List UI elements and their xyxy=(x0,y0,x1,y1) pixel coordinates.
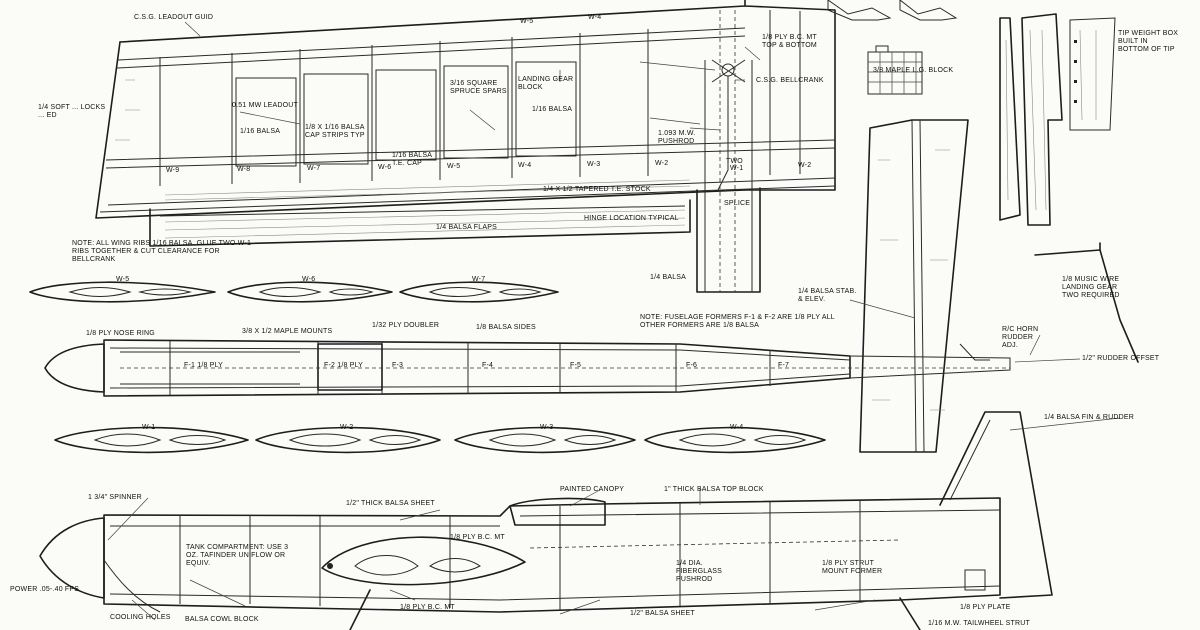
label-leadout: 0.51 MW LEADOUT xyxy=(232,102,299,109)
label-ply-bc-mt-b: 1/8 PLY B.C. MT xyxy=(400,604,455,611)
label-spinner: 1 3/4" SPINNER xyxy=(88,494,142,501)
wing-plan-view xyxy=(95,0,836,293)
wing-station-label: W-8 xyxy=(237,166,251,173)
label-spruce-spars: 3/16 SQUARE SPRUCE SPARS xyxy=(450,80,507,95)
wing-station-label: W-5 xyxy=(520,18,534,25)
label-fin-rudder: 1/4 BALSA FIN & RUDDER xyxy=(1044,414,1134,421)
rib-label: W-6 xyxy=(302,276,316,283)
label-top-block: 1" THICK BALSA TOP BLOCK xyxy=(664,486,764,493)
former-label: F-1 1/8 PLY xyxy=(184,362,224,369)
label-rc-horn: R/C HORN RUDDER ADJ. xyxy=(1002,326,1039,349)
label-wing-tip-note: 1/4 SOFT ... LOCKS ... ED xyxy=(38,104,106,119)
label-balsa-1-16-a: 1/16 BALSA xyxy=(240,128,281,135)
label-stab-elev: 1/4 BALSA STAB. & ELEV. xyxy=(798,288,857,303)
label-landing-gear-block: LANDING GEAR BLOCK xyxy=(518,76,574,91)
label-cowl-block: BALSA COWL BLOCK xyxy=(185,616,259,623)
label-balsa-1-4: 1/4 BALSA xyxy=(650,274,687,281)
label-former-note: NOTE: FUSELAGE FORMERS F-1 & F-2 ARE 1/8… xyxy=(640,314,835,329)
label-music-wire-gear: 1/8 MUSIC WIRE LANDING GEAR TWO REQUIRED xyxy=(1062,276,1120,299)
label-cap-strips: 1/8 X 1/16 BALSA CAP STRIPS TYP xyxy=(305,124,365,139)
label-rib-note: NOTE: ALL WING RIBS 1/16 BALSA. GLUE TWO… xyxy=(72,240,252,263)
fuselage-top-view xyxy=(44,119,1139,453)
rib-label: W-1 xyxy=(142,424,156,431)
rib-label: W-4 xyxy=(730,424,744,431)
label-fiberglass-pushrod: 1/4 DIA. FIBERGLASS PUSHROD xyxy=(676,560,722,583)
label-twos: TWO xyxy=(726,158,743,165)
label-tip-weight-box: TIP WEIGHT BOX BUILT IN BOTTOM OF TIP xyxy=(1118,30,1179,53)
label-balsa-1-16-b: 1/16 BALSA xyxy=(532,106,573,113)
wing-station-label: W-5 xyxy=(447,163,461,170)
wing-station-label: W-6 xyxy=(378,164,392,171)
label-ply-bc-mt-a: 1/8 PLY B.C. MT xyxy=(450,534,505,541)
wing-ribs-row1 xyxy=(29,281,559,303)
label-nose-ring: 1/8 PLY NOSE RING xyxy=(86,330,155,337)
label-ply-bc-mt-top: 1/8 PLY B.C. MT TOP & BOTTOM xyxy=(762,34,817,49)
wing-station-label: W-4 xyxy=(588,14,602,21)
label-te-cap: 1/16 BALSA T.E. CAP xyxy=(392,152,432,167)
label-bottom-sheet: 1/2" BALSA SHEET xyxy=(630,610,695,617)
former-label: F-7 xyxy=(778,362,790,369)
rib-label: W-2 xyxy=(340,424,354,431)
label-tailwheel-strut: 1/16 M.W. TAILWHEEL STRUT xyxy=(928,620,1030,627)
label-balsa-sides: 1/8 BALSA SIDES xyxy=(476,324,536,331)
label-power: POWER .05-.40 FPS xyxy=(10,586,80,593)
former-label: F-3 xyxy=(392,362,404,369)
label-maple-mounts: 3/8 X 1/2 MAPLE MOUNTS xyxy=(242,328,333,335)
detail-parts xyxy=(827,0,1116,226)
former-label: F-4 xyxy=(482,362,494,369)
label-splice: SPLICE xyxy=(724,200,751,207)
label-te-stock: 1/4 X 1/2 TAPERED T.E. STOCK xyxy=(543,186,651,193)
wing-ribs-row2 xyxy=(54,426,826,454)
label-strut-mount: 1/8 PLY STRUT MOUNT FORMER xyxy=(822,560,883,575)
rib-label: W-5 xyxy=(116,276,130,283)
former-label: F-2 1/8 PLY xyxy=(324,362,364,369)
label-balsa-flaps: 1/4 BALSA FLAPS xyxy=(436,224,497,231)
wing-station-label: W-1 xyxy=(730,165,744,172)
label-rudder-offset: 1/2" RUDDER OFFSET xyxy=(1082,355,1160,362)
label-hinge-location: HINGE LOCATION TYPICAL xyxy=(584,215,679,222)
label-csg-leadout-guide: C.S.G. LEADOUT GUID xyxy=(134,14,214,21)
label-top-sheet: 1/2" THICK BALSA SHEET xyxy=(346,500,435,507)
label-painted-canopy: PAINTED CANOPY xyxy=(560,486,625,493)
label-ply-doubler: 1/32 PLY DOUBLER xyxy=(372,322,440,329)
wing-station-label: W-9 xyxy=(166,167,180,174)
wing-station-label: W-2 xyxy=(655,160,669,167)
label-maple-lg-block: 3/8 MAPLE L.G. BLOCK xyxy=(873,67,954,74)
label-pushrod-093: 1.093 M.W. PUSHROD xyxy=(658,130,696,145)
wing-station-label: W-2 xyxy=(798,162,812,169)
wing-station-label: W-3 xyxy=(587,161,601,168)
wing-station-label: W-4 xyxy=(518,162,532,169)
wing-station-label: W-7 xyxy=(307,165,321,172)
former-label: F-5 xyxy=(570,362,582,369)
former-label: F-6 xyxy=(686,362,698,369)
rib-label: W-3 xyxy=(540,424,554,431)
label-csg-bellcrank: C.S.G. BELLCRANK xyxy=(756,77,824,84)
label-cooling-holes: COOLING HOLES xyxy=(110,614,171,621)
label-tank-compartment: TANK COMPARTMENT: USE 3 OZ. TAFINDER UNI… xyxy=(186,544,289,567)
rib-label: W-7 xyxy=(472,276,486,283)
label-ply-plate: 1/8 PLY PLATE xyxy=(960,604,1011,611)
leader-lines xyxy=(107,21,1121,621)
fuselage-side-view xyxy=(39,411,1053,630)
